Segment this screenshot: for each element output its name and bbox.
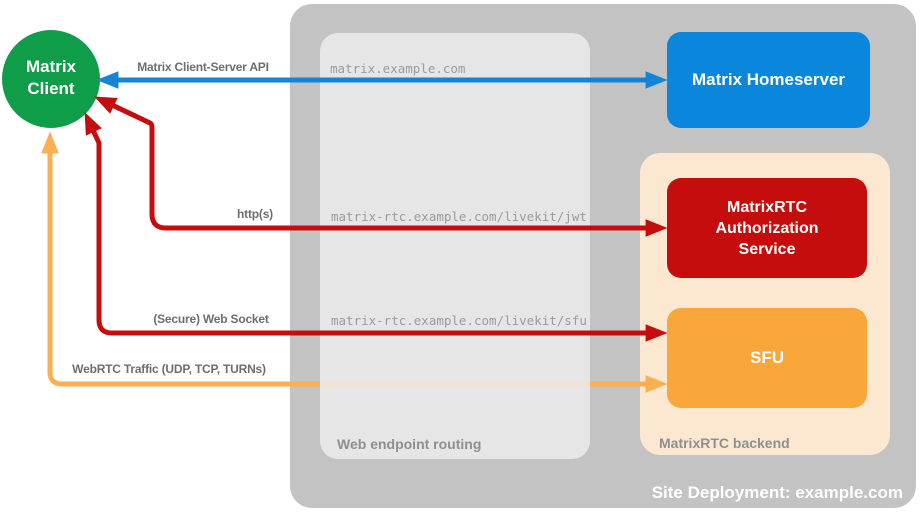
matrix-client-label: Matrix Client [25,57,77,98]
web-endpoint-routing-caption: Web endpoint routing [337,436,482,452]
sfu-label: SFU [750,348,784,367]
webrtc-traffic-arrow [41,131,668,393]
websocket-arrow [84,112,668,342]
sfu-node: SFU [667,308,867,408]
matrixrtc-backend-caption: MatrixRTC backend [659,435,790,451]
web-endpoint-routing-box [320,33,590,459]
websocket-label: (Secure) Web Socket [153,312,269,326]
matrix-homeserver-label: Matrix Homeserver [691,70,846,89]
auth-service-node: MatrixRTC Authorization Service [667,178,867,278]
site-deployment-title: Site Deployment: example.com [651,483,903,502]
http-label: http(s) [237,207,273,221]
webrtc-traffic-label: WebRTC Traffic (UDP, TCP, TURNs) [72,362,266,376]
auth-service-label: MatrixRTC Authorization Service [715,198,819,258]
client-server-api-label: Matrix Client-Server API [137,60,269,74]
matrix-homeserver-node: Matrix Homeserver [667,32,870,128]
matrix-client-node [2,30,100,128]
route-livekit-jwt-url: matrix-rtc.example.com/livekit/jwt [331,209,587,224]
route-matrix-url: matrix.example.com [330,61,466,76]
route-livekit-sfu-url: matrix-rtc.example.com/livekit/sfu [331,313,587,328]
